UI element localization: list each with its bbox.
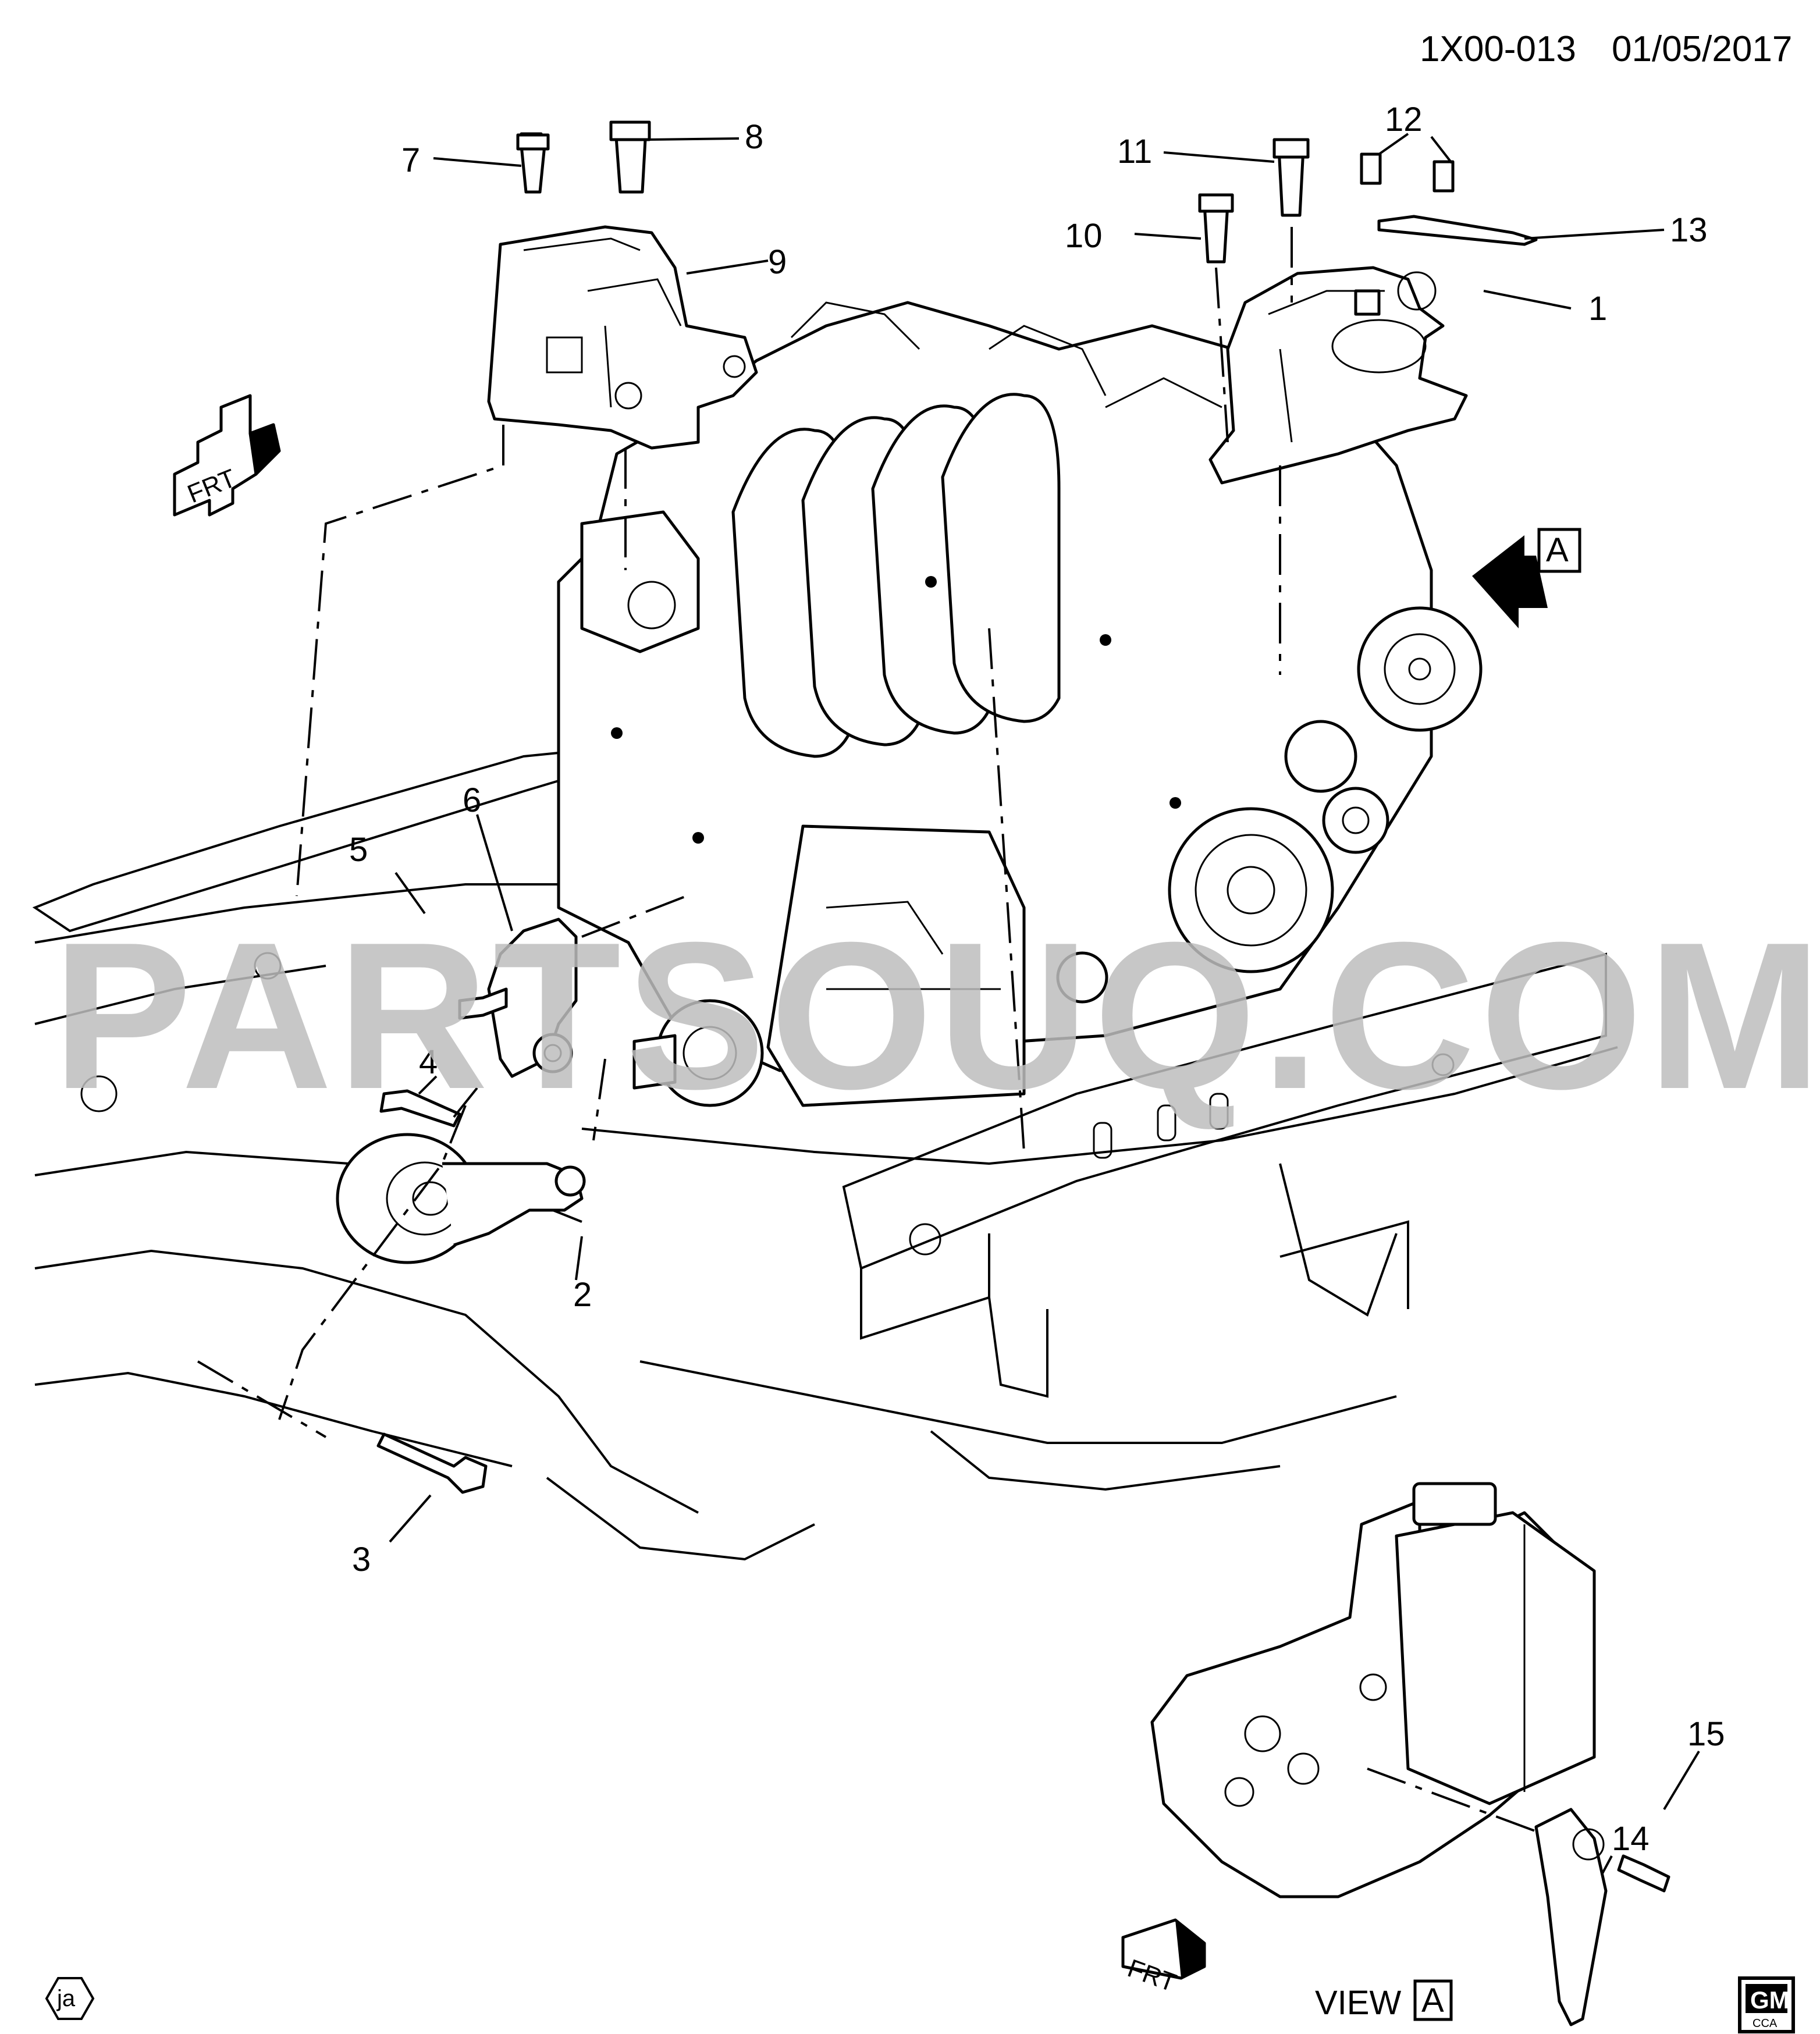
callout-numbers: 1 2 3 4 5 6 7 8 9 10 11 12 13 14 15 — [349, 101, 1725, 1858]
view-label-letter: A — [1421, 1982, 1444, 2019]
part-10-bolt — [1198, 193, 1234, 264]
part-9-mount-bracket — [487, 225, 758, 450]
view-label: VIEW A — [1315, 1979, 1453, 2022]
view-a-arrow: A — [1472, 528, 1581, 628]
view-a-letter: A — [1546, 531, 1569, 569]
part-7-bolt — [516, 132, 550, 194]
part-3-bolt — [376, 1432, 488, 1494]
part-13-plate — [1377, 215, 1538, 246]
callout-7[interactable]: 7 — [401, 141, 420, 179]
diagram-code: 1X00-013 — [1420, 29, 1576, 69]
part-12-bolts — [1360, 152, 1455, 193]
gm-logo: GM CCA — [1738, 1976, 1795, 2033]
callout-15[interactable]: 15 — [1687, 1715, 1725, 1753]
callout-11[interactable]: 11 — [1117, 133, 1152, 170]
callout-5[interactable]: 5 — [349, 831, 368, 869]
watermark: PARTSOUQ.COM — [52, 899, 1820, 1133]
callout-6[interactable]: 6 — [463, 781, 481, 819]
part-11-bolt — [1272, 138, 1310, 217]
diagram-date: 01/05/2017 — [1612, 29, 1792, 69]
language-code: ja — [56, 1986, 76, 2011]
part-2-torque-strut — [336, 1133, 586, 1264]
callout-1[interactable]: 1 — [1588, 290, 1607, 328]
callout-4[interactable]: 4 — [419, 1043, 438, 1081]
view-a-inset — [1150, 1482, 1670, 2026]
part-4-bolt — [379, 1089, 461, 1128]
part-8-bolt — [609, 120, 651, 194]
part-1-mount-bracket — [1208, 266, 1468, 485]
assembly-guide-lines — [197, 227, 1293, 1438]
engine-assembly-drawing — [557, 301, 1483, 1107]
callout-2[interactable]: 2 — [573, 1276, 592, 1314]
front-direction-indicator: FRT — [173, 394, 281, 517]
callout-10[interactable]: 10 — [1065, 217, 1103, 255]
callout-3[interactable]: 3 — [352, 1541, 371, 1578]
front-direction-indicator-inset: FRT — [1121, 1918, 1206, 1997]
part-5-bolt — [458, 987, 508, 1020]
callout-12[interactable]: 12 — [1385, 101, 1423, 138]
language-badge: ja — [45, 1977, 95, 2020]
vehicle-frame-drawing — [32, 749, 1618, 1561]
callout-8[interactable]: 8 — [745, 118, 763, 156]
callout-13[interactable]: 13 — [1670, 211, 1708, 249]
part-6-mount — [487, 918, 578, 1078]
callout-9[interactable]: 9 — [768, 243, 787, 281]
callout-14[interactable]: 14 — [1612, 1820, 1650, 1858]
callout-leaders — [389, 133, 1700, 1900]
gm-logo-text: GM — [1750, 1986, 1790, 2014]
diagram-header: 1X00-013 01/05/2017 — [1420, 29, 1792, 69]
view-label-text: VIEW — [1315, 1984, 1401, 2022]
gm-logo-sub: CCA — [1753, 2017, 1778, 2030]
